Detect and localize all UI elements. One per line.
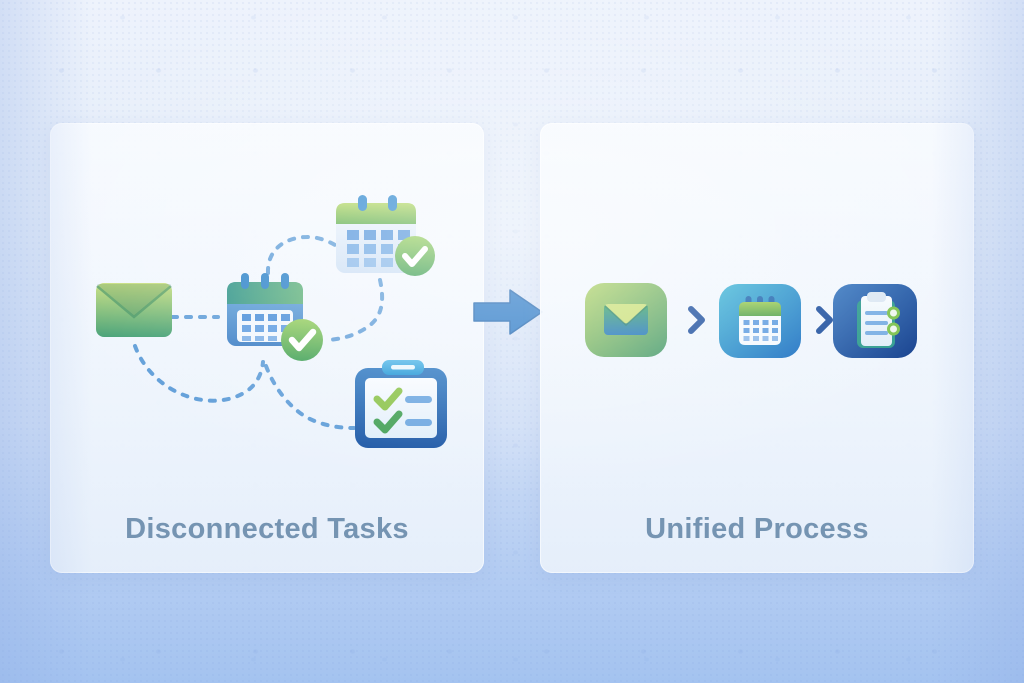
- calendar-app-icon: [719, 284, 801, 358]
- calendar-check-green-icon: [336, 195, 435, 276]
- right-arrow-icon: [473, 289, 543, 335]
- clipboard-checklist-icon: [355, 360, 447, 448]
- disconnected-tasks-panel: Disconnected Tasks: [50, 123, 484, 573]
- envelope-icon: [96, 283, 172, 337]
- clipboard-app-icon: [833, 284, 917, 358]
- chevron-right-icon: [688, 306, 705, 334]
- dashed-connectors: [133, 234, 385, 430]
- panel-title-unified: Unified Process: [645, 513, 869, 545]
- chevron-right-icon: [816, 306, 833, 334]
- unified-process-panel: Unified Process: [540, 123, 974, 573]
- mail-app-icon: [585, 283, 667, 357]
- panel-title-disconnected: Disconnected Tasks: [125, 513, 409, 545]
- calendar-check-teal-icon: [227, 273, 323, 361]
